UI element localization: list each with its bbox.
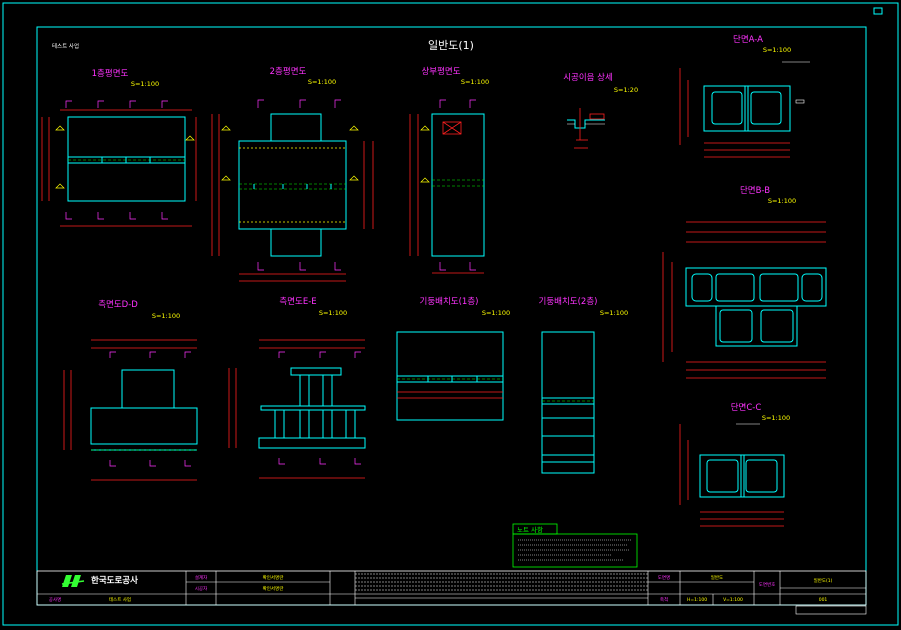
view-scale-secCC: S=1:100 <box>762 414 790 422</box>
sectionBB-drawing <box>662 221 827 379</box>
tb-scale-v: V=1:100 <box>723 597 743 603</box>
plan1-drawing <box>41 100 197 227</box>
joint-detail-drawing <box>567 108 605 149</box>
tb-drawing-title-label: 도면명 <box>658 574 670 581</box>
view-titles: 1층평면도 S=1:100 2층평면도 S=1:100 상부평면도 S=1:10… <box>92 34 797 422</box>
tb-project-value: 테스트 사업 <box>109 596 131 603</box>
view-title-secBB: 단면B-B <box>740 185 770 196</box>
sectionEE-drawing <box>228 339 366 479</box>
company-logo <box>61 575 85 587</box>
view-scale-secDD: S=1:100 <box>152 312 180 320</box>
col1-drawing <box>396 331 504 421</box>
notes-box: 노트 사항 <box>512 523 638 568</box>
tb-drawing-no: 001 <box>819 597 828 603</box>
view-title-secAA: 단면A-A <box>733 34 763 45</box>
view-title-plan2: 2층평면도 <box>270 66 307 77</box>
tb-sheet-name: 일반도(1) <box>814 577 833 584</box>
view-scale-joint: S=1:20 <box>614 86 638 94</box>
view-scale-plan1: S=1:100 <box>131 80 159 88</box>
notes-title: 노트 사항 <box>517 525 543 534</box>
title-block <box>36 570 867 615</box>
sectionDD-drawing <box>63 339 198 481</box>
company-name: 한국도로공사 <box>91 575 138 586</box>
view-scale-col1: S=1:100 <box>482 309 510 317</box>
tb-row1-value: 확인서명란 <box>263 574 284 581</box>
col2-drawing <box>541 331 595 474</box>
tb-sheet-label: 도면번호 <box>759 581 776 588</box>
view-scale-secAA: S=1:100 <box>763 46 791 54</box>
view-title-secEE: 측면도E-E <box>279 296 316 307</box>
tb-scale-h: H=1:100 <box>687 597 707 603</box>
view-title-plan1: 1층평면도 <box>92 68 129 79</box>
view-scale-plan2: S=1:100 <box>308 78 336 86</box>
view-title-roof: 상부평면도 <box>421 66 460 77</box>
view-title-col1: 기둥배치도(1층) <box>420 297 479 307</box>
view-scale-secBB: S=1:100 <box>768 197 796 205</box>
view-title-joint: 시공이음 상세 <box>563 72 613 83</box>
plan2-drawing <box>211 99 374 282</box>
view-title-secCC: 단면C-C <box>731 402 762 413</box>
main-title: 일반도(1) <box>428 38 474 52</box>
tb-scale-label: 축척 <box>660 596 668 603</box>
tb-row2-label: 시공자 <box>195 585 208 592</box>
tb-row2-value: 확인서명란 <box>263 585 284 592</box>
tb-row1-label: 설계자 <box>195 574 208 581</box>
tb-drawing-title-value: 일반도 <box>711 574 723 581</box>
roof-drawing <box>409 99 485 274</box>
tb-project-label: 공사명 <box>49 596 61 603</box>
view-title-col2: 기둥배치도(2층) <box>539 297 598 307</box>
corner-mark <box>873 7 883 15</box>
project-label: 테스트 사업 <box>52 42 79 50</box>
view-scale-roof: S=1:100 <box>461 78 489 86</box>
sectionAA-drawing <box>679 61 810 158</box>
view-scale-secEE: S=1:100 <box>319 309 347 317</box>
sectionCC-drawing <box>679 423 785 527</box>
view-scale-col2: S=1:100 <box>600 309 628 317</box>
view-title-secDD: 측면도D-D <box>98 299 138 310</box>
